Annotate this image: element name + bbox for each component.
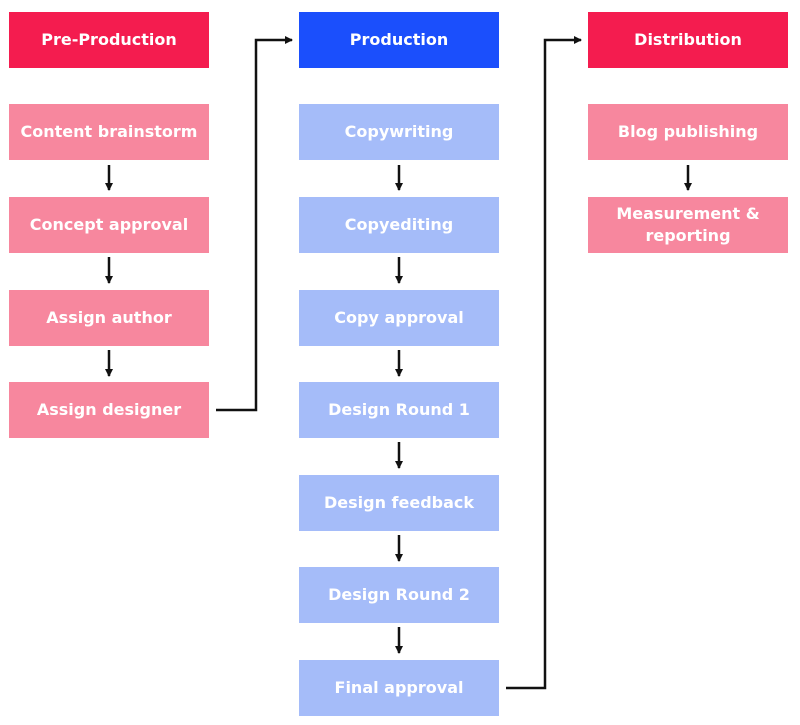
step-design-round-2: Design Round 2: [299, 567, 499, 623]
step-blog-publishing: Blog publishing: [588, 104, 788, 160]
arrow-pre-to-production: [216, 36, 293, 412]
step-final-approval: Final approval: [299, 660, 499, 716]
step-concept-approval: Concept approval: [9, 197, 209, 253]
step-copyediting: Copyediting: [299, 197, 499, 253]
step-design-round-1: Design Round 1: [299, 382, 499, 438]
step-measurement-reporting: Measurement & reporting: [588, 197, 788, 253]
header-production: Production: [299, 12, 499, 68]
header-distribution: Distribution: [588, 12, 788, 68]
step-copywriting: Copywriting: [299, 104, 499, 160]
header-pre-production: Pre-Production: [9, 12, 209, 68]
step-design-feedback: Design feedback: [299, 475, 499, 531]
step-assign-author: Assign author: [9, 290, 209, 346]
step-assign-designer: Assign designer: [9, 382, 209, 438]
step-content-brainstorm: Content brainstorm: [9, 104, 209, 160]
step-copy-approval: Copy approval: [299, 290, 499, 346]
arrow-production-to-distribution: [506, 36, 582, 690]
